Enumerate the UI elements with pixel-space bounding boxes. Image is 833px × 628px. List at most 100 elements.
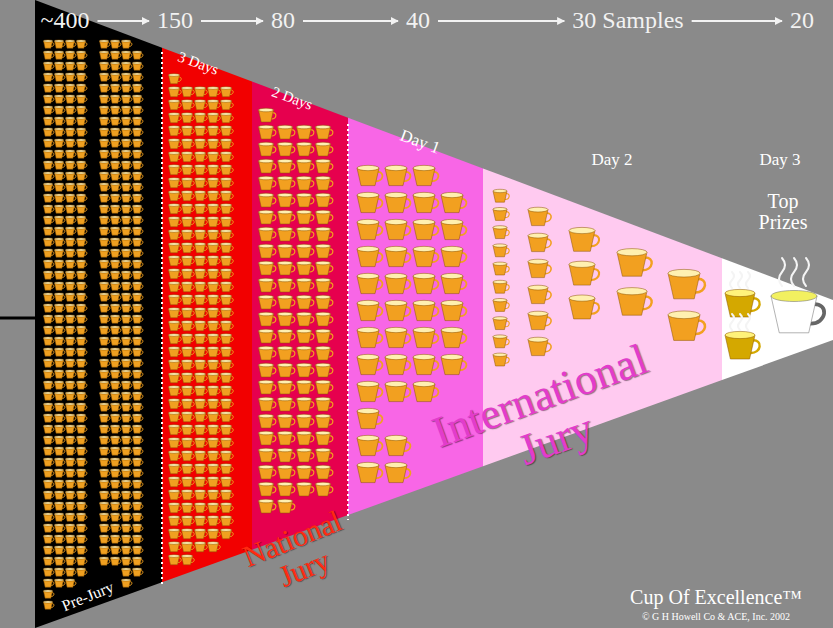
- cup-rim: [111, 238, 120, 240]
- coffee-cup: [169, 529, 182, 539]
- coffee-cup: [182, 490, 195, 500]
- cup-rim: [77, 568, 86, 570]
- coffee-cup: [133, 84, 143, 92]
- coffee-cup: [77, 513, 87, 521]
- coffee-cup: [169, 230, 182, 240]
- cup-rim: [77, 315, 86, 317]
- coffee-cup: [182, 230, 195, 240]
- cup-rim: [100, 260, 109, 262]
- cup-rim: [77, 403, 86, 405]
- cup-rim: [133, 414, 142, 416]
- cup-rim: [44, 106, 53, 108]
- cup-rim: [55, 535, 64, 537]
- coffee-cup: [55, 249, 65, 257]
- cup-rim: [182, 399, 193, 402]
- cup-rim: [133, 282, 142, 284]
- cup-rim: [77, 326, 86, 328]
- cup-rim: [100, 51, 109, 53]
- cup-rim: [55, 425, 64, 427]
- cup-rim: [133, 524, 142, 526]
- coffee-cup: [44, 447, 54, 455]
- cup-rim: [77, 546, 86, 548]
- cup-rim: [122, 491, 131, 493]
- cup-rim: [111, 117, 120, 119]
- coffee-cup: [77, 216, 87, 224]
- cup-rim: [100, 326, 109, 328]
- funnel-bands: [35, 0, 833, 628]
- coffee-cup: [122, 469, 132, 477]
- coffee-cup: [44, 216, 54, 224]
- coffee-cup: [182, 191, 195, 201]
- cup-rim: [55, 392, 64, 394]
- coffee-cup: [122, 161, 132, 169]
- coffee-cup: [44, 260, 54, 268]
- coffee-cup: [133, 568, 143, 576]
- coffee-cup: [77, 238, 87, 246]
- coffee-cup: [169, 113, 182, 123]
- cup-rim: [169, 464, 180, 467]
- cup-rim: [55, 524, 64, 526]
- coffee-cup: [133, 359, 143, 367]
- funnel-band: [35, 0, 162, 628]
- coffee-cup: [77, 117, 87, 125]
- coffee-cup: [133, 73, 143, 81]
- cup-rim: [133, 73, 142, 75]
- cup-rim: [100, 117, 109, 119]
- cup-rim: [169, 126, 180, 129]
- cup-rim: [182, 230, 193, 233]
- cup-rim: [55, 40, 64, 42]
- coffee-cup: [55, 381, 65, 389]
- cup-rim: [100, 414, 109, 416]
- cup-rim: [55, 128, 64, 130]
- cup-rim: [55, 447, 64, 449]
- coffee-cup: [55, 579, 65, 587]
- coffee-cup: [100, 216, 110, 224]
- coffee-cup: [133, 458, 143, 466]
- cup-rim: [111, 40, 120, 42]
- cup-rim: [111, 95, 120, 97]
- coffee-cup: [133, 205, 143, 213]
- coffee-cup: [77, 106, 87, 114]
- cup-rim: [133, 392, 142, 394]
- cup-rim: [55, 403, 64, 405]
- cup-rim: [44, 513, 53, 515]
- cup-rim: [66, 271, 75, 273]
- coffee-cup: [100, 172, 110, 180]
- coffee-cup: [44, 601, 54, 609]
- coffee-cup: [77, 73, 87, 81]
- cup-rim: [55, 557, 64, 559]
- coffee-cup: [133, 150, 143, 158]
- coffee-cup: [111, 557, 121, 565]
- cup-rim: [111, 62, 120, 64]
- cup-rim: [44, 326, 53, 328]
- coffee-cup: [100, 40, 110, 48]
- coffee-cup: [100, 436, 110, 444]
- coffee-cup: [66, 161, 76, 169]
- cup-rim: [77, 480, 86, 482]
- cup-rim: [66, 260, 75, 262]
- cup-rim: [55, 271, 64, 273]
- coffee-cup: [55, 150, 65, 158]
- cup-rim: [55, 260, 64, 262]
- cup-rim: [111, 480, 120, 482]
- cup-rim: [66, 84, 75, 86]
- coffee-cup: [44, 458, 54, 466]
- cup-rim: [66, 469, 75, 471]
- coffee-cup: [66, 95, 76, 103]
- cup-rim: [77, 117, 86, 119]
- coffee-cup: [55, 216, 65, 224]
- cup-rim: [44, 51, 53, 53]
- coffee-cup: [133, 348, 143, 356]
- coffee-cup: [44, 370, 54, 378]
- cup-rim: [169, 204, 180, 207]
- cup-rim: [169, 230, 180, 233]
- cup-rim: [66, 381, 75, 383]
- cup-rim: [44, 425, 53, 427]
- cup-rim: [133, 304, 142, 306]
- coffee-cup: [55, 557, 65, 565]
- cup-rim: [195, 191, 206, 194]
- coffee-cup: [55, 370, 65, 378]
- cup-rim: [122, 106, 131, 108]
- cup-rim: [44, 590, 53, 592]
- coffee-cup: [77, 491, 87, 499]
